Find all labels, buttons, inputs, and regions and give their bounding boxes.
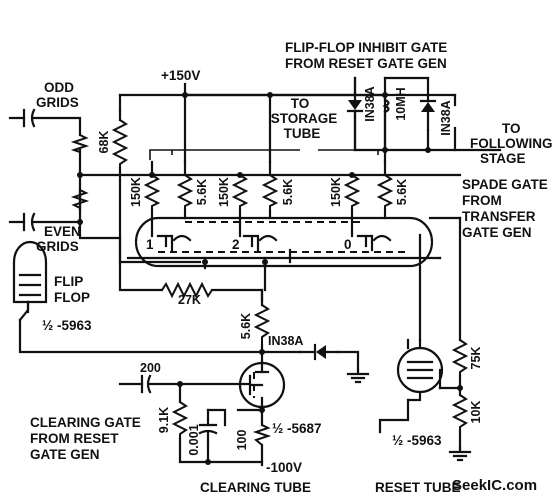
pin-0-label: 0	[344, 237, 352, 252]
value-c200: 200	[140, 361, 161, 375]
capacitor-odd	[22, 108, 36, 128]
storage-label-1: TO	[291, 96, 310, 111]
value-0001: 0.001	[187, 424, 201, 455]
resistor-56k-2	[261, 174, 279, 210]
spade-label-2: FROM	[462, 193, 502, 208]
capacitor-even	[22, 212, 36, 232]
flip-label-2: FLOP	[54, 290, 90, 305]
value-27k: 27K	[178, 293, 201, 307]
resistor-56k-4	[253, 304, 271, 345]
value-56k-1: 5.6K	[195, 179, 209, 205]
value-diode-mid: IN38A	[268, 334, 303, 348]
value-inductor: 10MH	[394, 87, 408, 120]
following-label-3: STAGE	[480, 151, 526, 166]
tube-pin-numbers: 1 2 0	[146, 237, 352, 252]
clearing-gate-label-3: GATE GEN	[30, 447, 100, 462]
reset-tube-symbol	[396, 338, 444, 402]
resistor-100	[252, 424, 272, 446]
flip-flop-tube	[12, 240, 48, 322]
resistor-75k	[451, 339, 469, 375]
capacitor-200	[140, 374, 152, 394]
value-150k-1: 150K	[129, 177, 143, 207]
tube-5687-label: ½ -5687	[272, 421, 322, 436]
value-150k-2: 150K	[217, 177, 231, 207]
tube-5963-left-label: ½ -5963	[42, 318, 92, 333]
watermark-text: SeekIC.com	[452, 477, 537, 494]
component-values: 68K 150K 5.6K 150K 5.6K 150K 5.6K 27K 5.…	[97, 86, 483, 455]
diodes	[298, 76, 437, 361]
ground-icon	[448, 446, 472, 462]
inductor-10mh	[382, 93, 390, 114]
odd-grids-label-2: GRIDS	[36, 95, 79, 110]
odd-grids-label-1: ODD	[44, 80, 74, 95]
spade-label-1: SPADE GATE	[462, 177, 548, 192]
resistor-even-grid	[70, 189, 90, 210]
even-grids-label-2: GRIDS	[36, 239, 79, 254]
spade-label-4: GATE GEN	[462, 225, 532, 240]
storage-label-3: TUBE	[284, 126, 321, 141]
clearing-tube-label: CLEARING TUBE	[200, 480, 311, 495]
resistor-91k	[171, 401, 189, 438]
value-diode-top-left: IN38A	[363, 86, 377, 121]
value-56k-2: 5.6K	[281, 179, 295, 205]
clearing-gate-label-1: CLEARING GATE	[30, 415, 141, 430]
value-100: 100	[235, 430, 249, 451]
counting-tube	[134, 216, 434, 268]
resistor-68k	[111, 119, 129, 168]
tube-5963-right-label: ½ -5963	[392, 433, 442, 448]
capacitor-0001	[198, 423, 218, 435]
resistor-150k-2	[231, 174, 249, 210]
resistor-56k-3	[376, 174, 394, 210]
pin-2-label: 2	[232, 237, 240, 252]
resistor-27k	[161, 281, 213, 299]
ground-symbols	[346, 368, 472, 462]
value-10k: 10K	[469, 401, 483, 424]
inhibit-gate-label-2: FROM RESET GATE GEN	[285, 56, 447, 71]
capacitors	[22, 108, 218, 447]
labels: +150V FLIP-FLOP INHIBIT GATE FROM RESET …	[30, 40, 552, 495]
value-56k-3: 5.6K	[395, 179, 409, 205]
following-label-2: FOLLOWING	[470, 136, 552, 151]
reset-tube-label: RESET TUBE	[375, 480, 461, 495]
inhibit-gate-label-1: FLIP-FLOP INHIBIT GATE	[285, 40, 447, 55]
resistors	[70, 119, 469, 446]
value-68k: 68K	[97, 131, 111, 154]
value-56k-4: 5.6K	[239, 313, 253, 339]
resistor-56k-1	[176, 174, 194, 210]
value-diode-top-right: IN38A	[439, 100, 453, 135]
value-150k-3: 150K	[329, 177, 343, 207]
resistor-150k-1	[143, 174, 161, 210]
storage-label-2: STORAGE	[271, 111, 338, 126]
ground-icon	[346, 368, 370, 384]
supply-plus-label: +150V	[161, 68, 200, 83]
even-grids-label-1: EVEN	[44, 224, 81, 239]
flip-label-1: FLIP	[54, 274, 83, 289]
resistor-150k-3	[343, 174, 361, 210]
resistor-10k	[451, 394, 469, 430]
clearing-tube-symbol	[238, 360, 286, 412]
value-91k: 9.1K	[157, 407, 171, 433]
following-label-1: TO	[502, 121, 521, 136]
pin-1-label: 1	[146, 237, 154, 252]
clearing-gate-label-2: FROM RESET	[30, 431, 119, 446]
neg-supply-label: -100V	[266, 460, 302, 475]
value-75k: 75K	[469, 347, 483, 370]
resistor-odd-grid	[70, 134, 90, 153]
spade-label-3: TRANSFER	[462, 209, 536, 224]
